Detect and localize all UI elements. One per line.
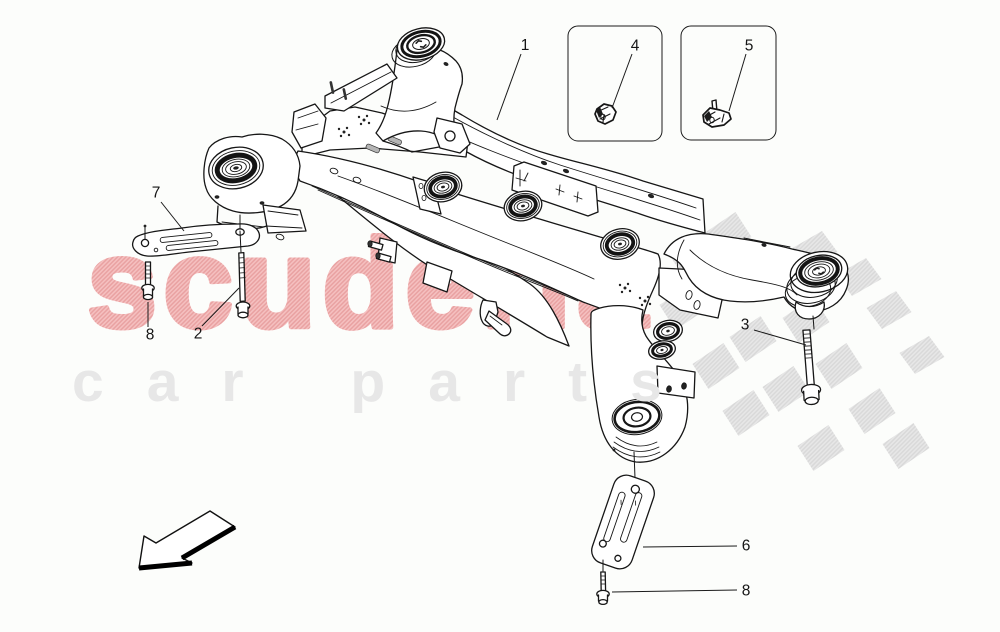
svg-text:3: 3 [741, 317, 750, 334]
svg-text:4: 4 [631, 38, 640, 55]
svg-text:5: 5 [745, 38, 754, 55]
svg-text:7: 7 [152, 185, 161, 202]
svg-text:2: 2 [194, 326, 203, 343]
svg-text:car parts: car parts [72, 350, 705, 414]
svg-text:6: 6 [742, 538, 751, 555]
svg-text:8: 8 [146, 327, 155, 344]
svg-text:1: 1 [521, 37, 530, 54]
svg-text:8: 8 [742, 583, 751, 600]
